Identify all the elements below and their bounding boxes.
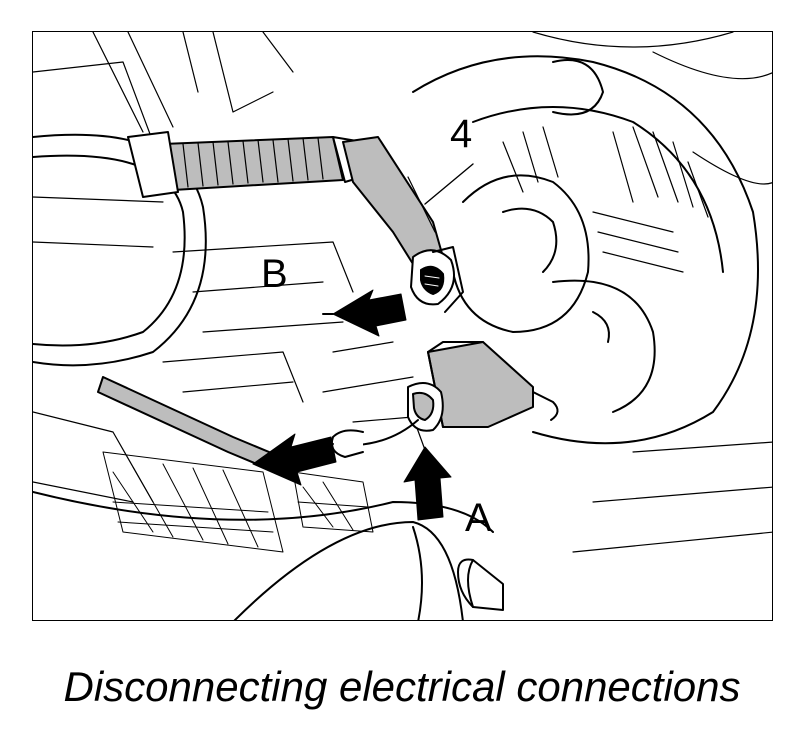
bolt [457,558,504,611]
figure-caption: Disconnecting electrical connections [63,663,741,710]
callout-arrow-b: B [261,252,288,296]
engine-bay-background [33,32,772,553]
b-plus-cable [342,136,444,265]
arrow-connector-pull [252,433,337,486]
callout-arrow-a: A [465,496,492,540]
arrow-a [403,446,452,521]
alternator [412,55,759,445]
terminal-nut [410,246,464,313]
callout-4-leader [424,163,474,205]
wiring-loom [127,131,379,198]
hose [33,133,494,620]
alternator-drawing [33,32,772,620]
callout-component-4: 4 [450,112,473,156]
technical-illustration: 4 B A [32,31,773,621]
arrow-b [322,289,407,337]
hatched-surface [102,451,374,553]
